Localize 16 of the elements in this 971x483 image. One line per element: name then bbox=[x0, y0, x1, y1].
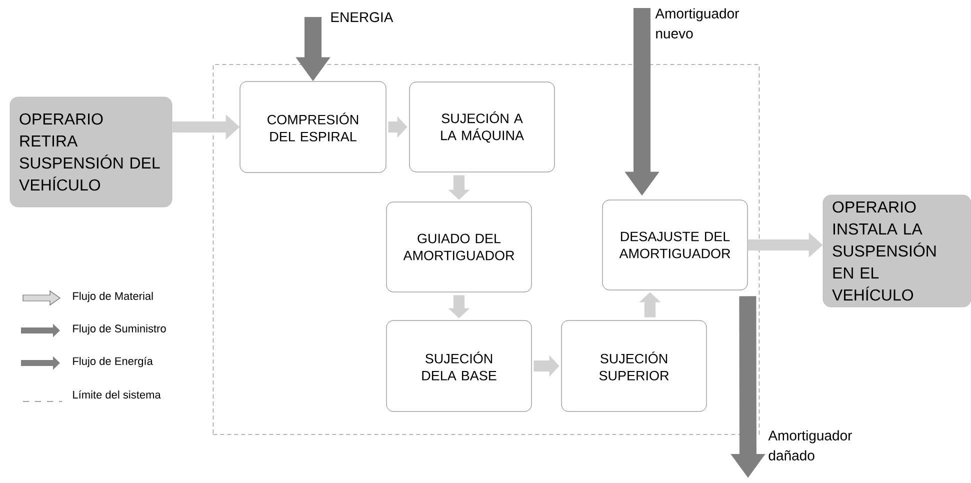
process-box: GUIADO DEL AMORTIGUADOR bbox=[386, 202, 532, 292]
legend-text: Límite del sistema bbox=[73, 390, 161, 399]
process-box: DESAJUSTE DEL AMORTIGUADOR bbox=[602, 200, 748, 290]
legend-text: Flujo de Suministro bbox=[73, 324, 166, 335]
process-box: SUJECIÓN SUPERIOR bbox=[561, 320, 707, 412]
operator-box: OPERARIO RETIRA SUSPENSIÓN DEL VEHÍCULO bbox=[10, 96, 172, 208]
process-box: SUJECIÓN DELA BASE bbox=[386, 320, 532, 412]
edge-label: Amortiguador nuevo bbox=[655, 8, 739, 38]
legend-text: Flujo de Energía bbox=[73, 356, 153, 368]
edge-label: Amortiguador dañado bbox=[768, 430, 852, 460]
process-box: COMPRESIÓN DEL ESPIRAL bbox=[240, 81, 386, 173]
edge-label: ENERGIA bbox=[331, 12, 394, 22]
process-box: SUJECIÓN A LA MÁQUINA bbox=[409, 82, 555, 172]
operator-box: OPERARIO INSTALA LA SUSPENSIÓN EN EL VEHÍCULO bbox=[822, 194, 971, 308]
legend-text: Flujo de Material bbox=[73, 292, 153, 302]
system-boundary bbox=[212, 64, 760, 435]
